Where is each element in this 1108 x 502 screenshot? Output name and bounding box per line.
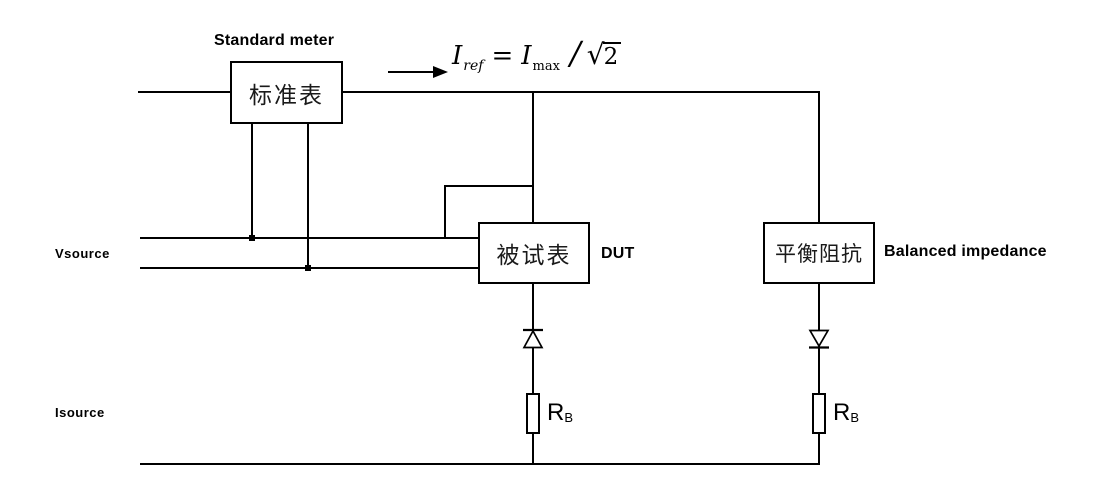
resistor-symbol-right (812, 393, 826, 434)
wire-vsource-line-1 (140, 237, 480, 239)
wire-jog-vertical (444, 185, 446, 239)
formula-i-max-sub: max (532, 59, 560, 74)
wire-meter-leg-left (251, 123, 253, 239)
standard-meter-title: Standard meter (214, 32, 335, 49)
wire-right-branch-lower (818, 346, 820, 395)
formula-divide: / (569, 34, 581, 72)
resistor-label-subscript: B (564, 410, 574, 425)
formula-i-max: I (521, 41, 532, 71)
formula-equals: = (491, 41, 514, 71)
dut-title: DUT (601, 245, 635, 262)
current-direction-arrow-icon (433, 66, 448, 78)
resistor-label-base: R (547, 399, 565, 426)
isource-label: Isource (55, 405, 105, 420)
formula-i-ref: I (452, 41, 463, 71)
balanced-impedance-box-label: 平衡阻抗 (775, 242, 863, 266)
standard-meter-box-label: 标准表 (249, 82, 324, 109)
diode-up-icon (522, 328, 544, 349)
current-direction-arrow-shaft (388, 71, 436, 73)
formula-i-ref-sub: ref (463, 58, 484, 74)
wire-mid-branch-drop (532, 91, 534, 223)
resistor-label-subscript: B (850, 410, 860, 425)
formula-radical-icon: √ (586, 38, 605, 71)
diode-down-icon (808, 329, 830, 349)
wire-mid-branch-lower (532, 347, 534, 395)
formula-radicand: 2 (602, 42, 622, 70)
wire-jog-horizontal (444, 185, 534, 187)
resistor-label-mid: RB (547, 399, 573, 427)
wire-right-branch-drop (818, 91, 820, 223)
wire-top-rail (138, 91, 820, 93)
wire-bottom-rail (140, 463, 820, 465)
resistor-label-right: RB (833, 399, 859, 427)
junction-dot (305, 265, 311, 271)
resistor-symbol-mid (526, 393, 540, 434)
junction-dot (249, 235, 255, 241)
vsource-label: Vsource (55, 246, 110, 261)
wire-mid-branch-upper (532, 283, 534, 331)
dut-box: 被试表 (478, 222, 590, 284)
standard-meter-box: 标准表 (230, 61, 343, 124)
wire-right-branch-foot (818, 432, 820, 465)
balanced-impedance-title: Balanced impedance (884, 243, 1047, 260)
dut-box-label: 被试表 (496, 243, 572, 269)
wire-mid-branch-foot (532, 432, 534, 465)
balanced-impedance-box: 平衡阻抗 (763, 222, 875, 284)
wire-meter-leg-right (307, 123, 309, 269)
resistor-label-base: R (833, 399, 851, 426)
wire-right-branch-upper (818, 283, 820, 331)
